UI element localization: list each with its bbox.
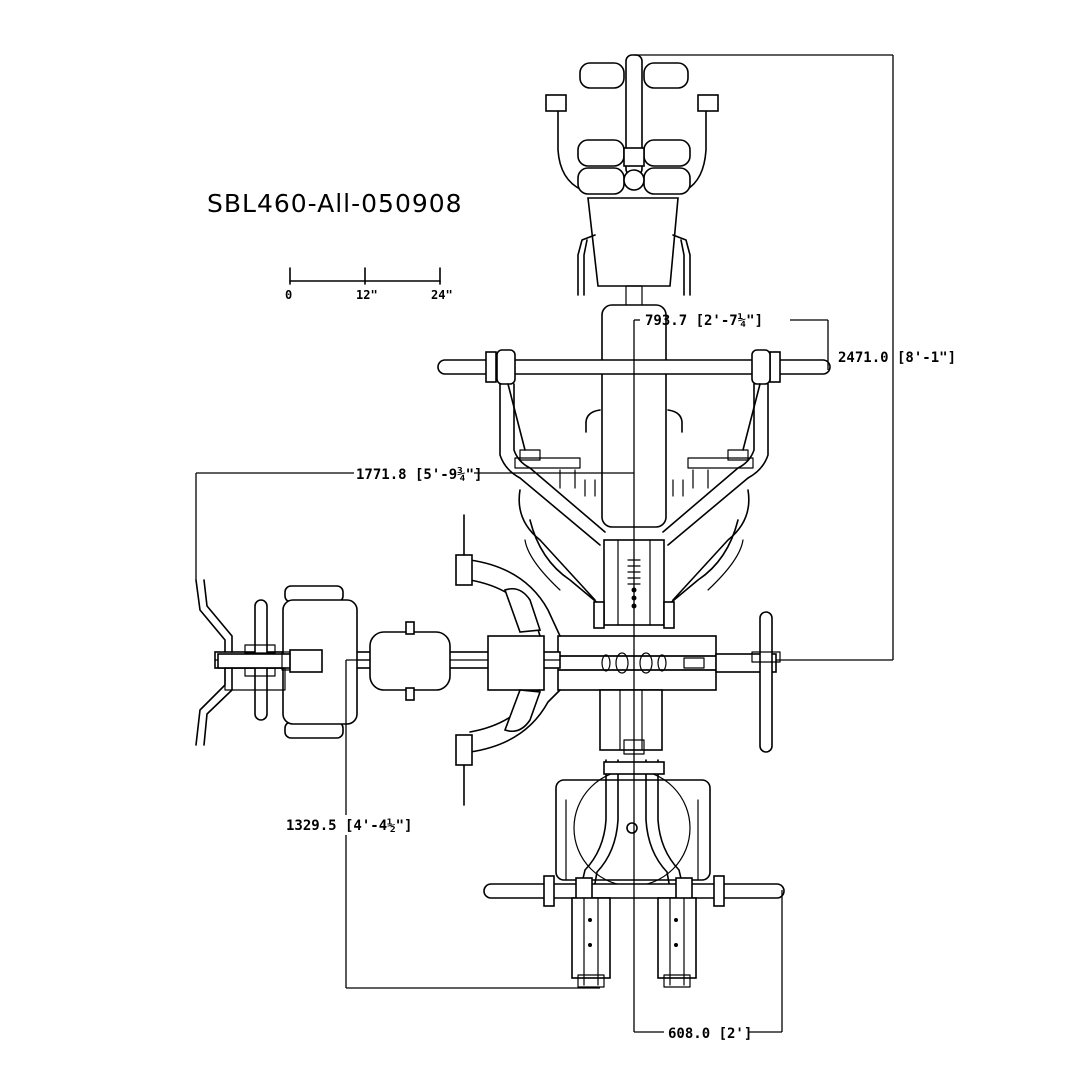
scale-tick-0: 0	[285, 288, 292, 302]
dim-overall-width: 1771.8 [5'-9¾"]	[356, 467, 482, 483]
scale-tick-24: 24"	[431, 288, 453, 302]
weight-stack-base	[483, 759, 785, 988]
dim-arm-reach: 793.7 [2'-7¼"]	[645, 313, 763, 329]
scale-bar: 0 12" 24"	[285, 267, 453, 302]
dim-rear-span: 1329.5 [4'-4½"]	[286, 818, 412, 834]
dim-overall-length: 2471.0 [8'-1"]	[838, 350, 956, 366]
scale-tick-12: 12"	[356, 288, 378, 302]
dimension-lines	[195, 54, 894, 1033]
seat-and-row-arm	[195, 514, 561, 806]
leg-developer	[545, 54, 719, 307]
dim-foot-width: 608.0 [2']	[668, 1026, 752, 1042]
central-frame	[557, 539, 781, 755]
model-code: SBL460-All-050908	[207, 189, 463, 218]
press-arm-assembly	[437, 349, 831, 606]
